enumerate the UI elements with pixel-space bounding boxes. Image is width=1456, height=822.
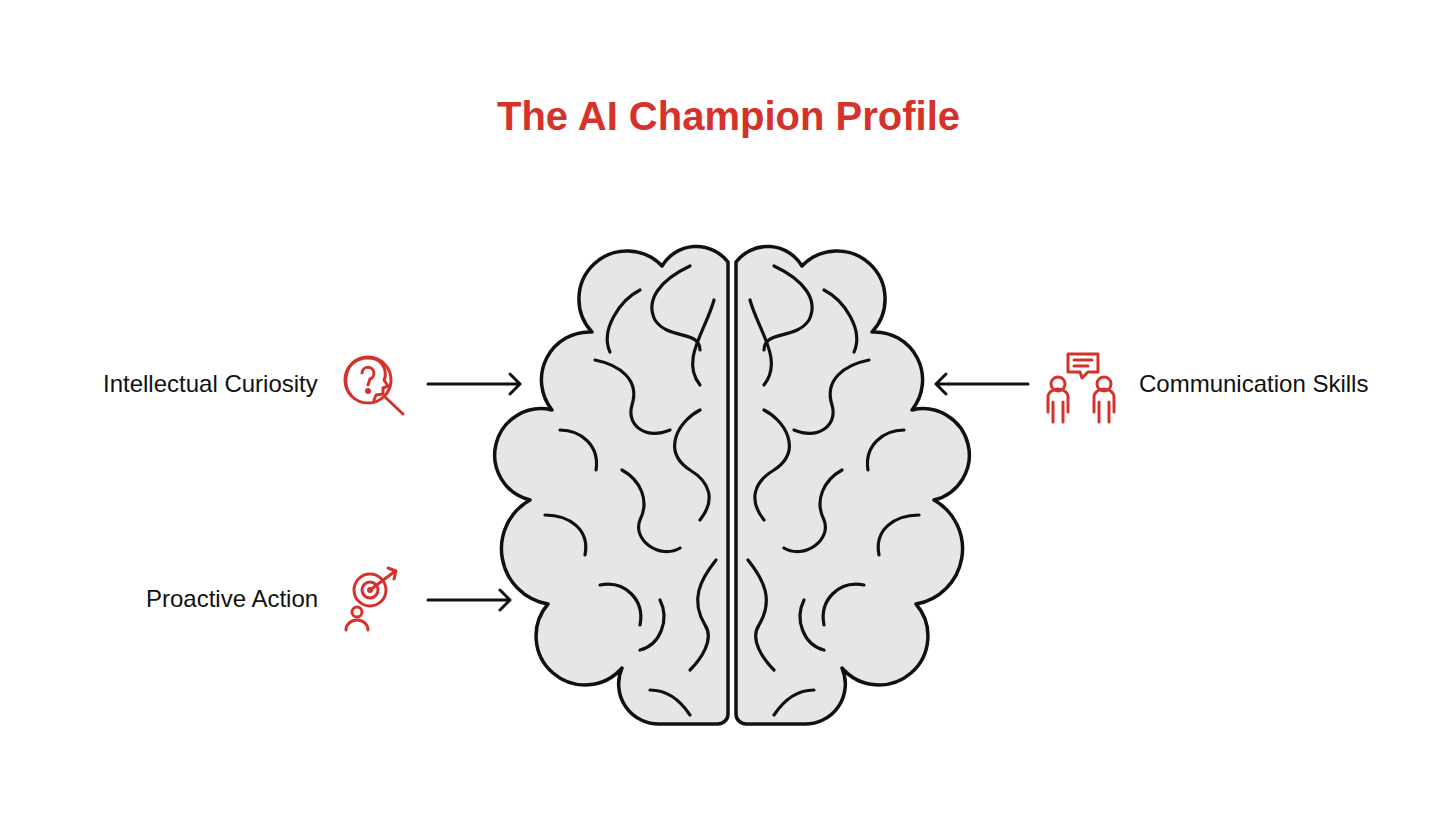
proactive-icon: [346, 568, 396, 630]
profile-trait-label: Intellectual Curiosity: [103, 370, 318, 398]
profile-trait-label: Proactive Action: [146, 585, 318, 613]
brain: [495, 246, 970, 724]
title: The AI Champion Profile: [497, 94, 960, 139]
curiosity-icon: [345, 357, 403, 414]
arrows: [428, 374, 1028, 610]
profile-trait-label: Communication Skills: [1139, 370, 1368, 398]
communication-icon: [1048, 354, 1114, 422]
